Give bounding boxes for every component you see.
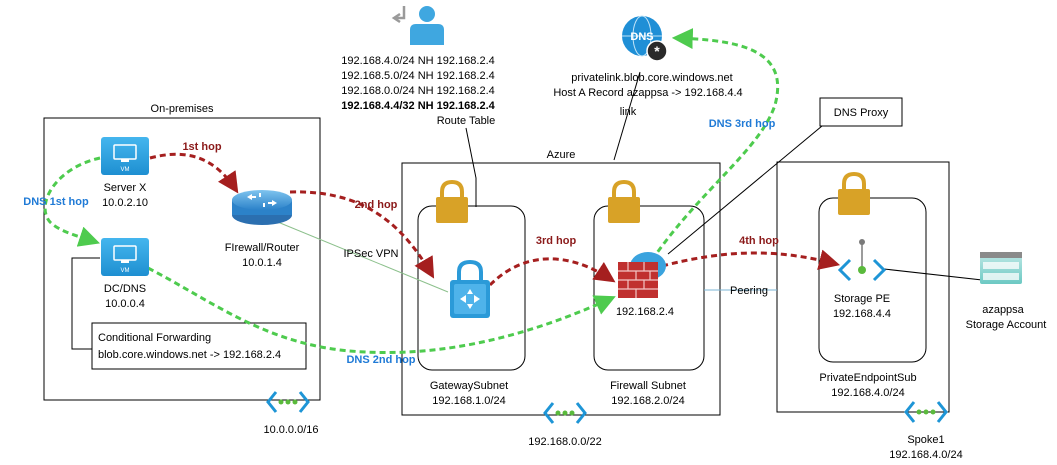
azure-hub-boundary (401, 162, 721, 416)
hop-3-label: 3rd hop (536, 235, 577, 247)
traffic-hop-3 (488, 257, 616, 287)
cf-title: Conditional Forwarding (98, 332, 211, 344)
hop-1-label: 1st hop (182, 141, 221, 153)
server-x-name: Server X (104, 182, 147, 194)
traffic-hop-2 (289, 190, 435, 279)
route-1: 192.168.4.0/24 NH 192.168.2.4 (341, 55, 495, 67)
vpn-gateway-icon[interactable] (450, 259, 490, 318)
dc-dns-name: DC/DNS (104, 283, 146, 295)
route-3: 192.168.0.0/24 NH 192.168.2.4 (341, 85, 495, 97)
hub-vnet-icon (543, 402, 587, 424)
dns-hop-2-label: DNS 2nd hop (346, 354, 415, 366)
firewall-router-name: FIrewall/Router (225, 242, 300, 254)
dns-hop-3-label: DNS 3rd hop (709, 118, 776, 130)
dc-to-cf-connector (71, 257, 100, 350)
dns-hop-1-label: DNS 1st hop (23, 196, 89, 208)
dns-zone-icon: DNS * (622, 15, 668, 62)
dns-zone-link (613, 71, 641, 161)
gateway-subnet-lock-icon (436, 179, 468, 223)
pe-subnet-cidr: 192.168.4.0/24 (831, 387, 904, 399)
storage-account-name: azappsa (982, 304, 1024, 316)
dc-dns-vm-icon[interactable]: VM (101, 238, 149, 276)
firewall-subnet-name: Firewall Subnet (610, 380, 686, 392)
svg-text:*: * (654, 43, 660, 59)
traffic-hop-1 (149, 152, 239, 194)
storage-pe-name: Storage PE (834, 293, 890, 305)
dns-icon-text: DNS (630, 31, 653, 43)
firewall-router-ip: 10.0.1.4 (242, 257, 282, 269)
ipsec-vpn-label: IPSec VPN (343, 248, 398, 260)
cf-rule: blob.core.windows.net -> 192.168.2.4 (98, 349, 281, 361)
private-endpoint-icon[interactable] (837, 239, 887, 282)
hop-4-label: 4th hop (739, 235, 779, 247)
spoke-boundary (776, 161, 950, 413)
dns-zone-link-label: link (620, 106, 637, 118)
dns-proxy-label: DNS Proxy (834, 107, 889, 119)
onprem-boundary (43, 117, 321, 401)
hop-2-label: 2nd hop (355, 199, 398, 211)
conditional-forwarding-box (91, 322, 307, 370)
peering-label: Peering (730, 285, 768, 297)
pe-subnet-name: PrivateEndpointSub (819, 372, 916, 384)
onprem-vnet-cidr: 10.0.0.0/16 (263, 424, 318, 436)
server-x-vm-icon[interactable]: VM (101, 137, 149, 175)
router-icon[interactable] (232, 190, 292, 225)
dns-hop-1 (43, 156, 101, 247)
dc-dns-ip: 10.0.0.4 (105, 298, 145, 310)
dns-zone-name: privatelink.blob.core.windows.net (571, 72, 732, 84)
azure-title: Azure (547, 149, 576, 161)
svg-text:VM: VM (121, 268, 130, 274)
hub-vnet-cidr: 192.168.0.0/22 (528, 436, 601, 448)
onprem-title: On-premises (151, 103, 214, 115)
route-2: 192.168.5.0/24 NH 192.168.2.4 (341, 70, 495, 82)
dns-hop-2 (147, 266, 616, 355)
firewall-subnet-box (593, 205, 705, 371)
azure-firewall-icon[interactable] (618, 252, 666, 298)
traffic-hop-4 (661, 249, 841, 270)
storage-account-icon[interactable] (980, 252, 1022, 284)
firewall-subnet-lock-icon (608, 179, 640, 223)
gateway-subnet-name: GatewaySubnet (430, 380, 508, 392)
azure-firewall-ip: 192.168.2.4 (616, 306, 674, 318)
route-4: 192.168.4.4/32 NH 192.168.2.4 (341, 100, 495, 112)
gateway-subnet-cidr: 192.168.1.0/24 (432, 395, 505, 407)
gateway-subnet-box (417, 205, 526, 371)
dns-proxy-box (819, 97, 903, 127)
dns-proxy-connector (667, 125, 823, 255)
route-table-link (465, 127, 477, 207)
spoke-vnet-name: Spoke1 (907, 434, 944, 446)
storage-account-type: Storage Account (966, 319, 1047, 331)
svg-text:VM: VM (121, 167, 130, 173)
firewall-subnet-cidr: 192.168.2.0/24 (611, 395, 684, 407)
spoke-vnet-cidr: 192.168.4.0/24 (889, 449, 962, 461)
spoke-vnet-icon (904, 401, 948, 423)
pe-subnet-lock-icon (838, 171, 870, 215)
dns-zone-record: Host A Record azappsa -> 192.168.4.4 (553, 87, 742, 99)
storage-pe-ip: 192.168.4.4 (833, 308, 891, 320)
route-table-icon (391, 6, 444, 45)
ipsec-vpn-line (267, 217, 449, 293)
dns-hop-3 (650, 28, 780, 261)
onprem-vnet-icon (266, 391, 310, 413)
server-x-ip: 10.0.2.10 (102, 197, 148, 209)
route-table-caption: Route Table (437, 115, 496, 127)
pe-subnet-box (818, 197, 927, 363)
